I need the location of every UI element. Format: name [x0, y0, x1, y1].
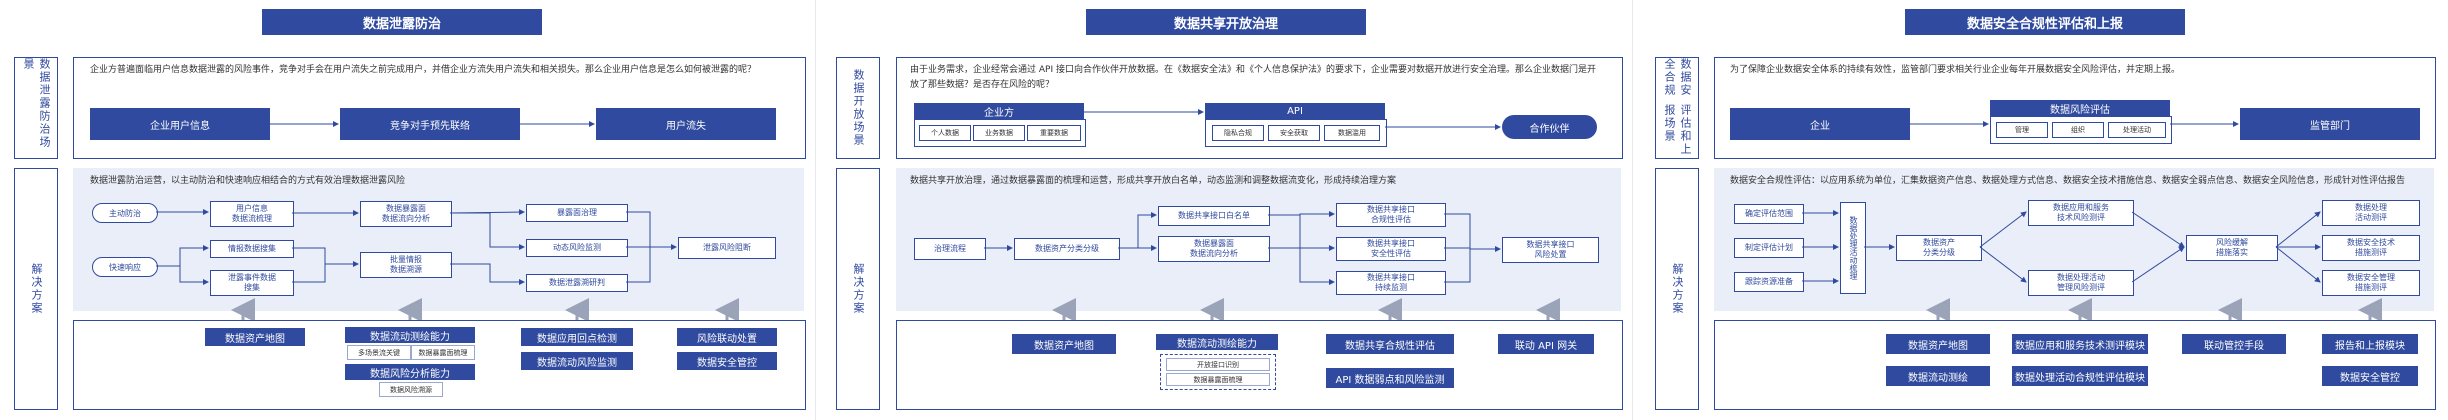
scene-text: 企业方普遍面临用户信息数据泄露的风险事件，竞争对手会在用户流失之前完成用户，并借…	[90, 65, 757, 75]
api-chip: 隐私合规	[1212, 125, 1264, 141]
node-asset-classify: 数据资产分类分级	[1014, 238, 1120, 260]
cap-risk-analysis: 数据风险分析能力	[345, 364, 475, 380]
data-chip: 重要数据	[1027, 125, 1081, 141]
cap-flow-mapping: 数据流动测绘能力	[1156, 334, 1278, 350]
cap-risk-response: 风险联动处置	[677, 328, 777, 346]
flow-regulator: 监管部门	[2240, 108, 2420, 140]
scene-label-line: 数据安全合规	[1663, 58, 1692, 97]
node-mgmt-risk: 数据处理活动 管理风险测评	[2028, 270, 2134, 296]
node-exposure-analysis: 数据暴露面 数据流向分析	[1158, 236, 1270, 262]
node-plan: 制定评估计划	[1734, 238, 1804, 258]
node-activity-eval: 数据处理 活动测评	[2322, 200, 2420, 226]
node-compliance-eval: 数据共享接口 合规性评估	[1336, 203, 1446, 227]
solution-label: 解决方案	[836, 168, 880, 410]
node-mgmt-eval: 数据安全管理 措施测评	[2322, 270, 2420, 296]
node-scope: 确定评估范围	[1734, 204, 1804, 224]
scene-label: 数据开放场景	[836, 57, 880, 159]
scene-label: 数据泄露防治场景	[14, 57, 58, 159]
cap-flow-mapping: 数据流动测绘	[1886, 366, 1990, 386]
node-resource: 跟踪资源准备	[1734, 272, 1804, 292]
node-intel-trace: 批量情报 数据溯源	[360, 252, 452, 278]
node-leak-trace: 数据泄露溯研判	[526, 274, 628, 292]
cap-chip: 数据风险溯源	[379, 382, 443, 397]
scene-label-line: 评估和上报场景	[1663, 104, 1692, 157]
cap-compliance-eval: 数据共享合规性评估	[1326, 334, 1454, 354]
cap-chip: 多场景流关键	[347, 345, 411, 360]
node-exposure-govern: 暴露面治理	[526, 204, 628, 222]
node-exposure-analysis: 数据暴露面 数据流向分析	[360, 201, 452, 227]
assess-chip: 管理	[1996, 122, 2048, 138]
solution-text: 数据安全合规性评估：以应用系统为单位，汇集数据资产信息、数据处理方式信息、数据安…	[1730, 176, 2406, 186]
column-divider	[1632, 0, 1633, 420]
node-security-eval: 数据共享接口 安全性评估	[1336, 237, 1446, 261]
flow-enterprise: 企业	[1730, 108, 1910, 140]
flow-api: API	[1205, 103, 1385, 119]
flow-enterprise: 企业方	[914, 103, 1084, 119]
data-chip: 个人数据	[919, 125, 971, 141]
flow-box-competitor: 竞争对手预先联络	[340, 108, 520, 140]
solution-text: 数据泄露防治运营，以主动防治和快速响应相结合的方式有效治理数据泄露风险	[90, 176, 406, 186]
assess-chip: 处理活动	[2108, 122, 2166, 138]
cap-chip: 数据暴露面梳理	[411, 345, 475, 360]
flow-partner: 合作伙伴	[1502, 115, 1597, 139]
cap-app-detect: 数据应用回点检测	[521, 328, 633, 346]
cap-chip: 数据暴露面梳理	[1166, 373, 1270, 386]
cap-flow-mapping: 数据流动测绘能力	[345, 327, 475, 343]
node-whitelist: 数据共享接口白名单	[1158, 206, 1270, 226]
cap-chip: 开放接口识别	[1166, 358, 1270, 371]
solution-text: 数据共享开放治理，通过数据暴露面的梳理和运营，形成共享开放白名单，动态监测和调整…	[910, 176, 1397, 186]
flow-risk-assess: 数据风险评估	[1990, 100, 2170, 116]
node-user-dataflow: 用户信息 数据流梳理	[210, 201, 294, 227]
scene-label: 数据安全合规评估和上报场景	[1655, 57, 1699, 159]
node-fast-response: 快速响应	[92, 257, 158, 277]
section-title: 数据安全合规性评估和上报	[1905, 9, 2185, 35]
node-proactive: 主动防治	[92, 203, 158, 223]
cap-flow-monitor: 数据流动风险监测	[521, 352, 633, 370]
cap-api-weakness: API 数据弱点和风险监测	[1326, 368, 1454, 388]
node-activity-sort: 数据处理活动梳理	[1840, 202, 1866, 294]
cap-asset-map: 数据资产地图	[1886, 334, 1990, 354]
cap-report-module: 报告和上报模块	[2322, 334, 2418, 354]
cap-linked-control: 联动管控手段	[2182, 334, 2286, 354]
node-govern-process: 治理流程	[914, 238, 986, 260]
cap-sec-control: 数据安全管控	[677, 352, 777, 370]
node-risk-block: 泄露风险阻断	[678, 237, 776, 259]
cap-tech-eval-module: 数据应用和服务技术测评模块	[2012, 334, 2148, 354]
node-mitigation: 风险缓解 措施落实	[2186, 235, 2278, 261]
data-chip: 业务数据	[973, 125, 1025, 141]
scene-text: 为了保障企业数据安全体系的持续有效性，监管部门要求相关行业企业每年开展数据安全风…	[1730, 65, 2181, 75]
node-tech-eval: 数据安全技术 措施测评	[2322, 235, 2420, 261]
node-intel-collect: 情报数据搜集	[210, 240, 294, 258]
node-tech-risk: 数据应用和服务 技术风险测评	[2028, 200, 2134, 226]
flow-box-user-loss: 用户流失	[596, 108, 776, 140]
node-risk-monitor: 动态风险监测	[526, 239, 628, 257]
api-chip: 数据滥用	[1324, 125, 1380, 141]
assess-chip: 组织	[2052, 122, 2104, 138]
node-continuous-monitor: 数据共享接口 持续监测	[1336, 271, 1446, 295]
cap-sec-control: 数据安全管控	[2322, 366, 2418, 386]
solution-label: 解决方案	[14, 168, 58, 410]
node-leak-event-collect: 泄露事件数据 搜集	[210, 270, 294, 296]
cap-asset-map: 数据资产地图	[1012, 334, 1116, 354]
flow-box-enterprise-user-info: 企业用户信息	[90, 108, 270, 140]
node-asset-classify: 数据资产 分类分级	[1896, 235, 1982, 261]
solution-label: 解决方案	[1655, 168, 1699, 410]
scene-text: 由于业务需求，企业经常会通过 API 接口向合作伙伴开放数据。在《数据安全法》和…	[910, 65, 1596, 90]
api-chip: 安全获取	[1268, 125, 1320, 141]
node-risk-handle: 数据共享接口 风险处置	[1502, 237, 1599, 263]
column-divider	[815, 0, 816, 420]
cap-compliance-module: 数据处理活动合规性评估模块	[2012, 366, 2148, 386]
section-title: 数据共享开放治理	[1086, 9, 1366, 35]
cap-api-gateway: 联动 API 网关	[1498, 334, 1594, 354]
cap-asset-map: 数据资产地图	[205, 328, 305, 346]
section-title: 数据泄露防治	[262, 9, 542, 35]
